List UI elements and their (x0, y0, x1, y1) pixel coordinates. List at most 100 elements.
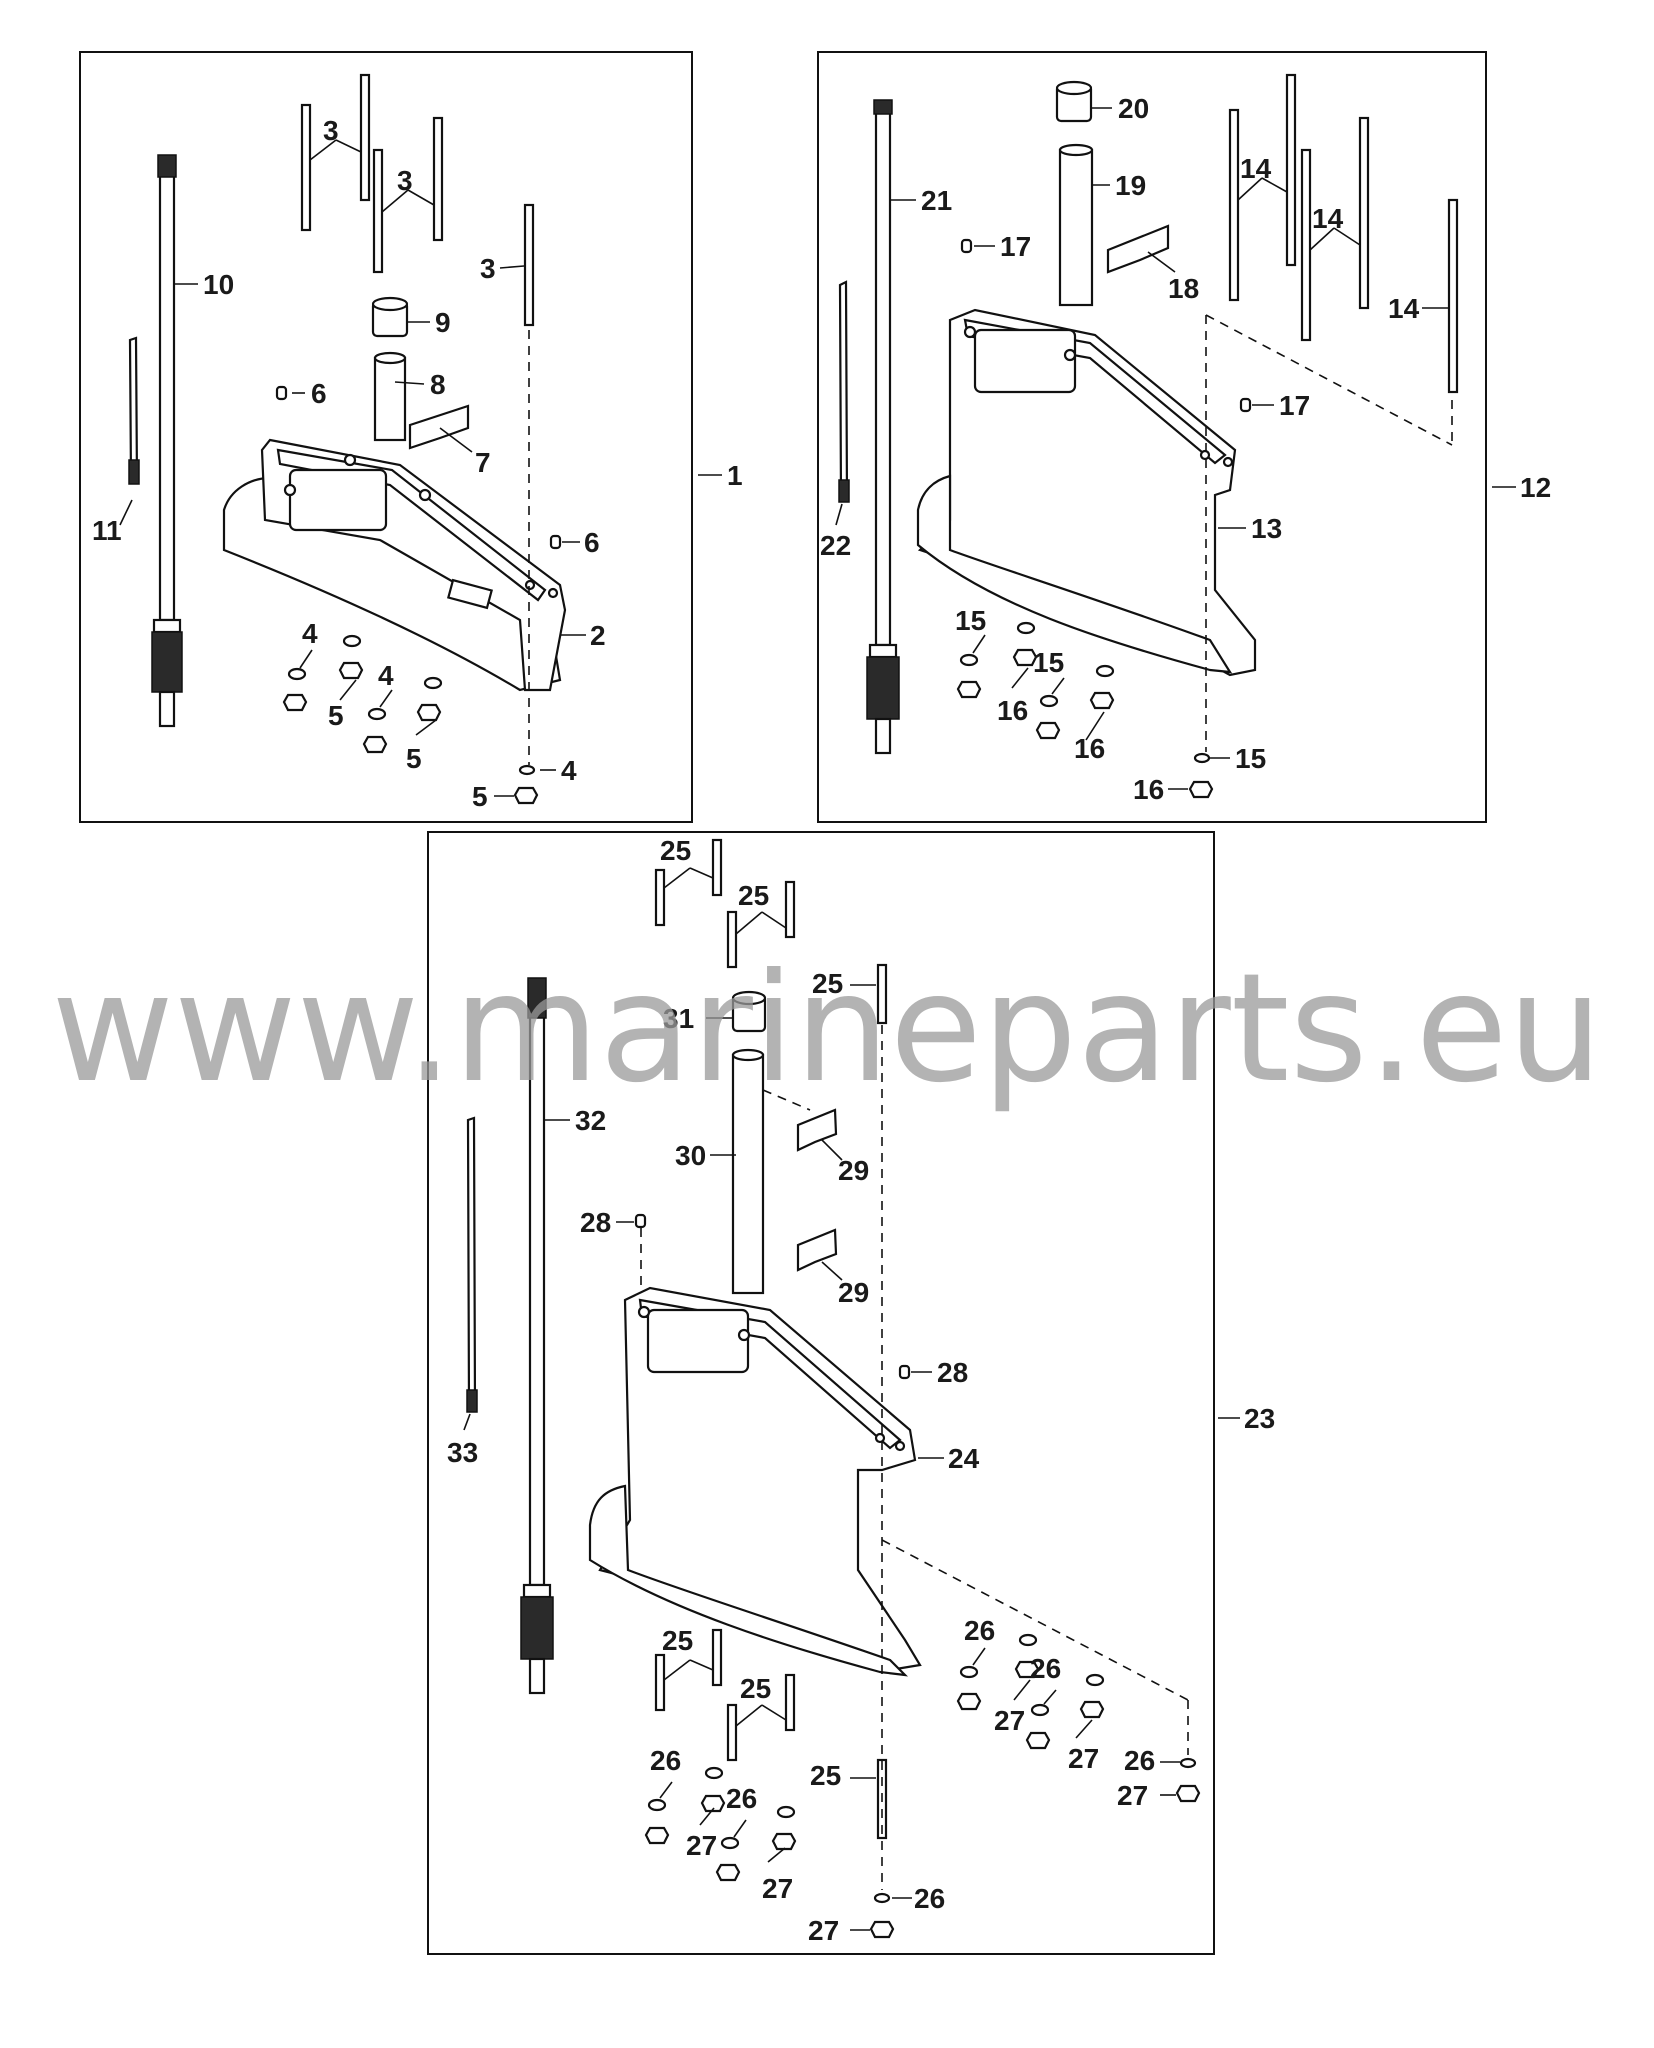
driveshaft-10 (151, 154, 183, 728)
callout-20: 20 (1118, 93, 1149, 124)
callout-18: 18 (1168, 273, 1199, 304)
callout-12: 12 (1520, 472, 1551, 503)
panel-driveshaft-housing-b (817, 51, 1516, 823)
callout-16: 16 (1074, 733, 1105, 764)
callout-3: 3 (397, 165, 413, 196)
callout-15: 15 (1033, 647, 1064, 678)
panel-frame-a (79, 51, 693, 823)
stud-group-25-top (654, 838, 888, 1025)
callout-25: 25 (662, 1625, 693, 1656)
callout-27: 27 (1117, 1780, 1148, 1811)
callout-4: 4 (561, 755, 577, 786)
callout-33: 33 (447, 1437, 478, 1468)
callout-19: 19 (1115, 170, 1146, 201)
callout-4: 4 (378, 660, 394, 691)
watermark-text: www.marineparts.eu (51, 942, 1603, 1116)
seal-29b (796, 1228, 838, 1272)
callout-7: 7 (475, 447, 491, 478)
panel-frame-b (817, 51, 1487, 823)
panel-frame-c (427, 831, 1215, 1955)
callout-16: 16 (1133, 774, 1164, 805)
callout-26: 26 (964, 1615, 995, 1646)
panel-driveshaft-housing-c (427, 831, 1240, 1955)
callout-27: 27 (686, 1830, 717, 1861)
callout-14: 14 (1240, 153, 1272, 184)
callout-15: 15 (955, 605, 986, 636)
dowel-pin-28b (898, 1364, 911, 1380)
shift-rod-22 (838, 280, 850, 503)
panel-driveshaft-housing-a (79, 51, 722, 823)
callout-15: 15 (1235, 743, 1266, 774)
callout-28: 28 (937, 1357, 968, 1388)
dowel-pin-17a (960, 238, 973, 254)
callout-14: 14 (1312, 203, 1344, 234)
driveshaft-32 (520, 977, 554, 1695)
callout-25: 25 (738, 880, 769, 911)
callout-30: 30 (675, 1140, 706, 1171)
hardware-group-a (282, 634, 539, 805)
callout-27: 27 (808, 1915, 839, 1946)
callout-29: 29 (838, 1277, 869, 1308)
hardware-group-b (956, 621, 1214, 799)
seal-7 (408, 404, 470, 450)
seal-18 (1106, 224, 1170, 274)
callout-17: 17 (1279, 390, 1310, 421)
callout-6: 6 (311, 378, 327, 409)
callout-27: 27 (1068, 1743, 1099, 1774)
callout-14: 14 (1388, 293, 1420, 324)
callout-31: 31 (663, 1003, 694, 1034)
callout-24: 24 (948, 1443, 980, 1474)
callout-25: 25 (660, 835, 691, 866)
shift-rod-33 (466, 1116, 478, 1413)
callout-5: 5 (328, 700, 344, 731)
callout-3: 3 (480, 253, 496, 284)
washer-26-bottom (873, 1892, 891, 1904)
callout-26: 26 (726, 1783, 757, 1814)
callout-5: 5 (472, 781, 488, 812)
stud-group-3 (300, 73, 535, 327)
callout-25: 25 (812, 968, 843, 999)
callout-13: 13 (1251, 513, 1282, 544)
callout-26: 26 (1124, 1745, 1155, 1776)
driveshaft-21 (866, 99, 900, 755)
callout-labels: 3 3 3 10 9 8 6 7 1 11 6 4 2 4 5 5 4 5 20… (92, 93, 1551, 1946)
callout-16: 16 (997, 695, 1028, 726)
stud-group-14 (1228, 73, 1459, 394)
dowel-pin-6a (275, 385, 288, 401)
callout-27: 27 (762, 1873, 793, 1904)
callout-2: 2 (590, 620, 606, 651)
driveshaft-housing-2 (222, 438, 567, 692)
dowel-pin-28a (634, 1213, 647, 1229)
callout-22: 22 (820, 530, 851, 561)
seal-29a (796, 1108, 838, 1152)
callout-4: 4 (302, 618, 318, 649)
water-tube-19 (1058, 143, 1094, 307)
callout-26: 26 (650, 1745, 681, 1776)
dowel-pin-6b (549, 534, 562, 550)
callout-1: 1 (727, 460, 743, 491)
bushing-20 (1055, 80, 1093, 123)
driveshaft-housing-24 (588, 1286, 922, 1677)
hardware-group-c-left (644, 1766, 797, 1882)
dowel-pin-17b (1239, 397, 1252, 413)
callout-17: 17 (1000, 231, 1031, 262)
callout-5: 5 (406, 743, 422, 774)
callout-23: 23 (1244, 1403, 1275, 1434)
callout-9: 9 (435, 307, 451, 338)
callout-26: 26 (1030, 1653, 1061, 1684)
callout-8: 8 (430, 369, 446, 400)
callout-29: 29 (838, 1155, 869, 1186)
water-tube-30 (731, 1048, 765, 1295)
callout-3: 3 (323, 115, 339, 146)
callout-26: 26 (914, 1883, 945, 1914)
callout-25: 25 (740, 1673, 771, 1704)
nut-27-bottom (869, 1920, 895, 1939)
driveshaft-housing-13 (916, 308, 1257, 677)
bushing-9 (371, 296, 409, 338)
callout-25: 25 (810, 1760, 841, 1791)
callout-28: 28 (580, 1207, 611, 1238)
callout-11: 11 (92, 515, 122, 546)
callout-10: 10 (203, 269, 234, 300)
hardware-group-c-right (956, 1633, 1201, 1803)
